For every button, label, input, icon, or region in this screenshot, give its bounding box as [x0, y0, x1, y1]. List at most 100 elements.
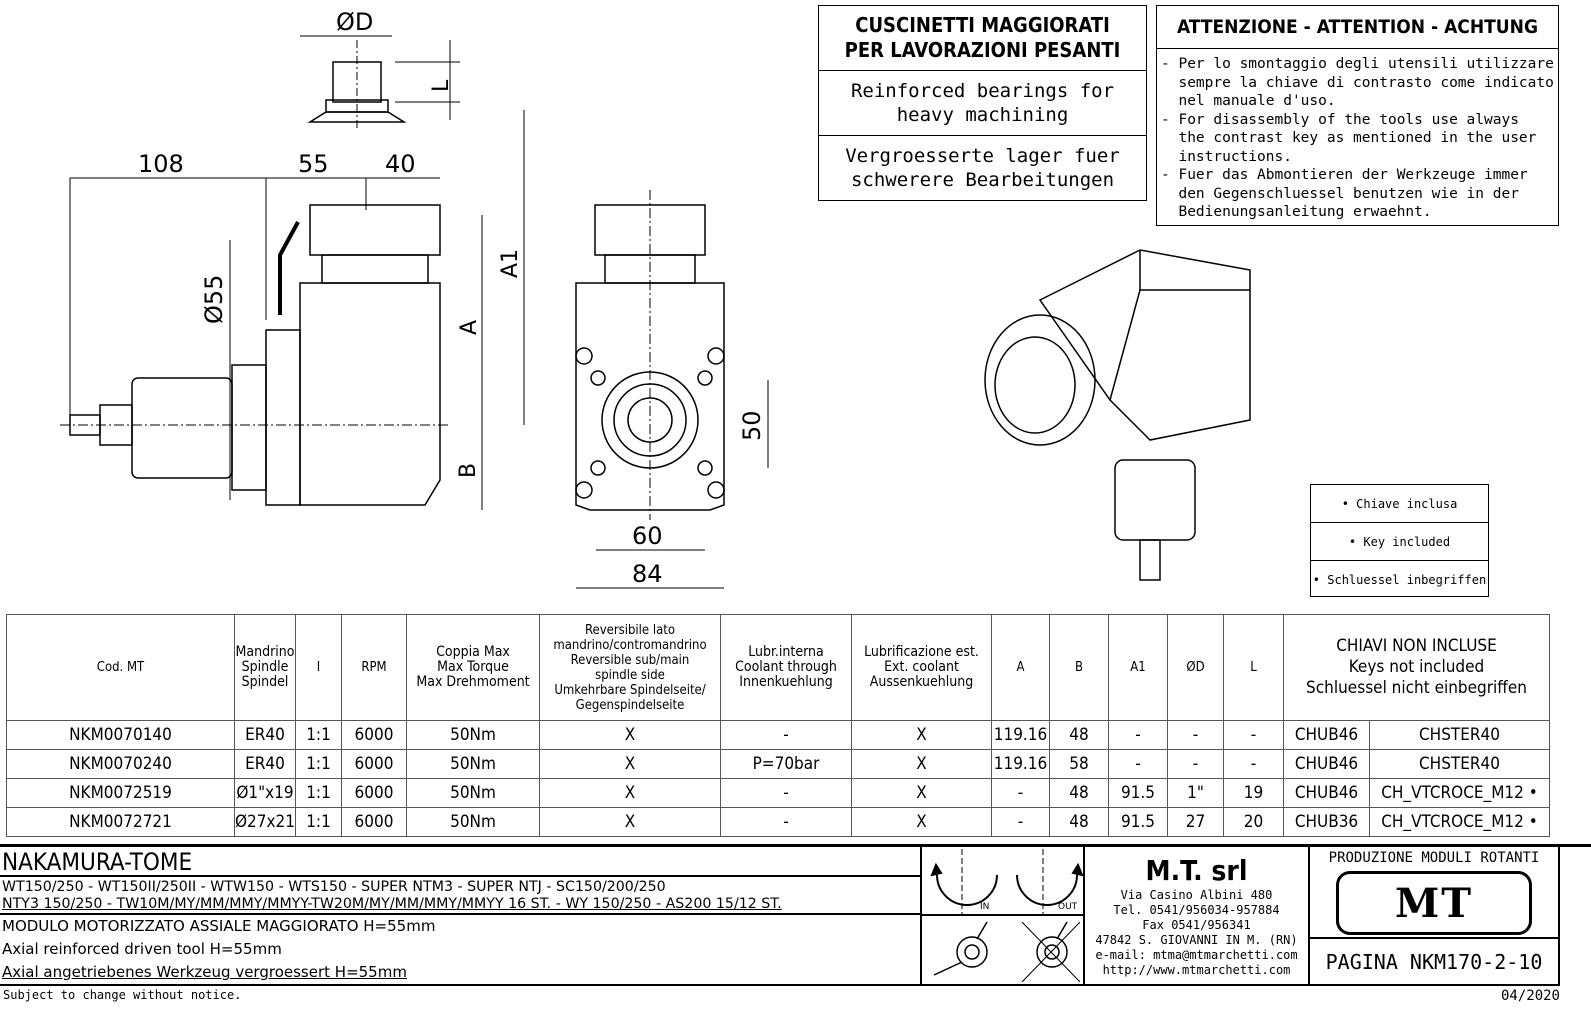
table-cell: CHUB46 — [1283, 778, 1370, 808]
table-cell: - — [991, 778, 1050, 808]
table-header-cell: Reversibile lato mandrino/contromandrino… — [539, 614, 721, 721]
desc-it: MODULO MOTORIZZATO ASSIALE MAGGIORATO H=… — [2, 917, 436, 935]
table-header-cell: A1 — [1108, 614, 1168, 721]
dim-60: 60 — [632, 522, 663, 550]
table-cell: NKM0072519 — [6, 778, 235, 808]
table-cell: X — [851, 720, 992, 750]
attention-line: Bedienungsanleitung erwaehnt. — [1161, 204, 1432, 220]
key-included-box: • Chiave inclusa • Key included • Schlue… — [1310, 484, 1489, 597]
table-cell: 58 — [1049, 749, 1109, 779]
table-cell: - — [1108, 749, 1168, 779]
production-block: PRODUZIONE MODULI ROTANTI MT PAGINA NKM1… — [1308, 847, 1560, 986]
table-header-cell: B — [1049, 614, 1109, 721]
email: e-mail: mtma@mtmarchetti.com — [1095, 947, 1298, 962]
table-cell: X — [851, 778, 992, 808]
table-cell: CHSTER40 — [1369, 720, 1550, 750]
table-header-cell: I — [295, 614, 342, 721]
table-cell: P=70bar — [720, 749, 852, 779]
logo-text: MT — [1394, 879, 1474, 927]
table-cell: 1:1 — [295, 720, 342, 750]
notice-en-1: Reinforced bearings for — [850, 80, 1115, 102]
side-view: 108 55 40 A A1 B Ø55 — [60, 110, 525, 510]
table-cell: 1:1 — [295, 807, 342, 837]
table-cell: NKM0072721 — [6, 807, 235, 837]
table-cell: - — [991, 807, 1050, 837]
table-cell: - — [1167, 720, 1224, 750]
table-cell: CH_VTCROCE_M12 • — [1369, 778, 1550, 808]
table-cell: ER40 — [234, 720, 296, 750]
table-header-cell: Coppia Max Max Torque Max Drehmoment — [406, 614, 540, 721]
table-header-cell: RPM — [341, 614, 407, 721]
dim-55: 55 — [298, 150, 329, 178]
dim-l: L — [429, 79, 454, 92]
table-cell: X — [851, 807, 992, 837]
table-cell: - — [720, 720, 852, 750]
table-cell: 1" — [1167, 778, 1224, 808]
brand: NAKAMURA-TOME — [0, 847, 920, 877]
table-header-cell: L — [1223, 614, 1284, 721]
company-name: M.T. srl — [1145, 853, 1248, 887]
table-header-cell: Cod. MT — [6, 614, 235, 721]
table-cell: X — [851, 749, 992, 779]
top-view: ØD L — [300, 8, 460, 130]
attention-line: - For disassembly of the tools use alway… — [1161, 111, 1519, 128]
attention-line: - Fuer das Abmontieren der Werkzeuge imm… — [1161, 167, 1528, 183]
mt-logo: MT — [1336, 871, 1532, 935]
models-line-2: NTY3 150/250 - TW10M/MY/MM/MMY/MMYY-TW20… — [2, 896, 782, 912]
dim-d: ØD — [336, 8, 373, 36]
table-cell: NKM0070240 — [6, 749, 235, 779]
table-cell: 20 — [1223, 807, 1284, 837]
table-cell: 6000 — [341, 720, 407, 750]
table-cell: X — [539, 807, 721, 837]
city: 47842 S. GIOVANNI IN M. (RN) — [1095, 932, 1298, 947]
attention-title: ATTENZIONE - ATTENTION - ACHTUNG — [1157, 6, 1558, 49]
key-de: • Schluessel inbegriffen — [1312, 572, 1487, 587]
table-cell: 6000 — [341, 749, 407, 779]
key-en: • Key included — [1311, 523, 1488, 561]
dim-40: 40 — [385, 150, 416, 178]
table-cell: - — [720, 807, 852, 837]
table-cell: - — [1167, 749, 1224, 779]
table-header-cell: Lubrificazione est. Ext. coolant Aussenk… — [851, 614, 992, 721]
isometric-view — [984, 249, 1251, 581]
table-cell: 50Nm — [406, 749, 540, 779]
table-cell: - — [1108, 720, 1168, 750]
table-header-cell: Mandrino Spindle Spindel — [234, 614, 296, 721]
dim-dia55: Ø55 — [200, 275, 228, 324]
company-block: M.T. srl Via Casino Albini 480 Tel. 0541… — [1085, 847, 1308, 986]
rotation-in-label: IN — [980, 902, 989, 912]
footer-date: 04/2020 — [1500, 988, 1560, 1004]
dim-50: 50 — [738, 410, 766, 441]
table-cell: 27 — [1167, 807, 1224, 837]
table-header-cell: Lubr.interna Coolant through Innenkuehlu… — [720, 614, 852, 721]
attention-line: nel manuale d'uso. — [1161, 93, 1336, 109]
footer-notice: Subject to change without notice. — [3, 988, 242, 1002]
table-cell: X — [539, 749, 721, 779]
dim-a: A — [457, 320, 482, 335]
attention-line: - Per lo smontaggio degli utensili utili… — [1161, 56, 1554, 72]
table-cell: Ø27x21 — [234, 807, 296, 837]
table-header-cell: CHIAVI NON INCLUSE Keys not included Sch… — [1283, 614, 1550, 721]
table-cell: CHSTER40 — [1369, 749, 1550, 779]
table-cell: X — [539, 778, 721, 808]
dim-a1: A1 — [498, 249, 523, 278]
wrench-correct-icon — [933, 921, 988, 976]
notice-title-1: CUSCINETTI MAGGIORATI — [855, 13, 1110, 37]
notice-title-2: PER LAVORAZIONI PESANTI — [844, 38, 1121, 62]
table-cell: 48 — [1049, 807, 1109, 837]
table-cell: 50Nm — [406, 720, 540, 750]
website: http://www.mtmarchetti.com — [1102, 962, 1291, 977]
table-cell: - — [720, 778, 852, 808]
production-label: PRODUZIONE MODULI ROTANTI — [1328, 850, 1540, 866]
attention-line: instructions. — [1161, 148, 1292, 165]
table-cell: 50Nm — [406, 778, 540, 808]
table-cell: - — [1223, 720, 1284, 750]
table-cell: 1:1 — [295, 778, 342, 808]
table-header-cell: A — [991, 614, 1050, 721]
reinforced-bearings-box: CUSCINETTI MAGGIORATI PER LAVORAZIONI PE… — [818, 5, 1147, 201]
table-cell: 6000 — [341, 807, 407, 837]
attention-line: den Gegenschluessel benutzen wie in der — [1161, 185, 1519, 202]
wrench-wrong-icon — [1021, 921, 1081, 983]
